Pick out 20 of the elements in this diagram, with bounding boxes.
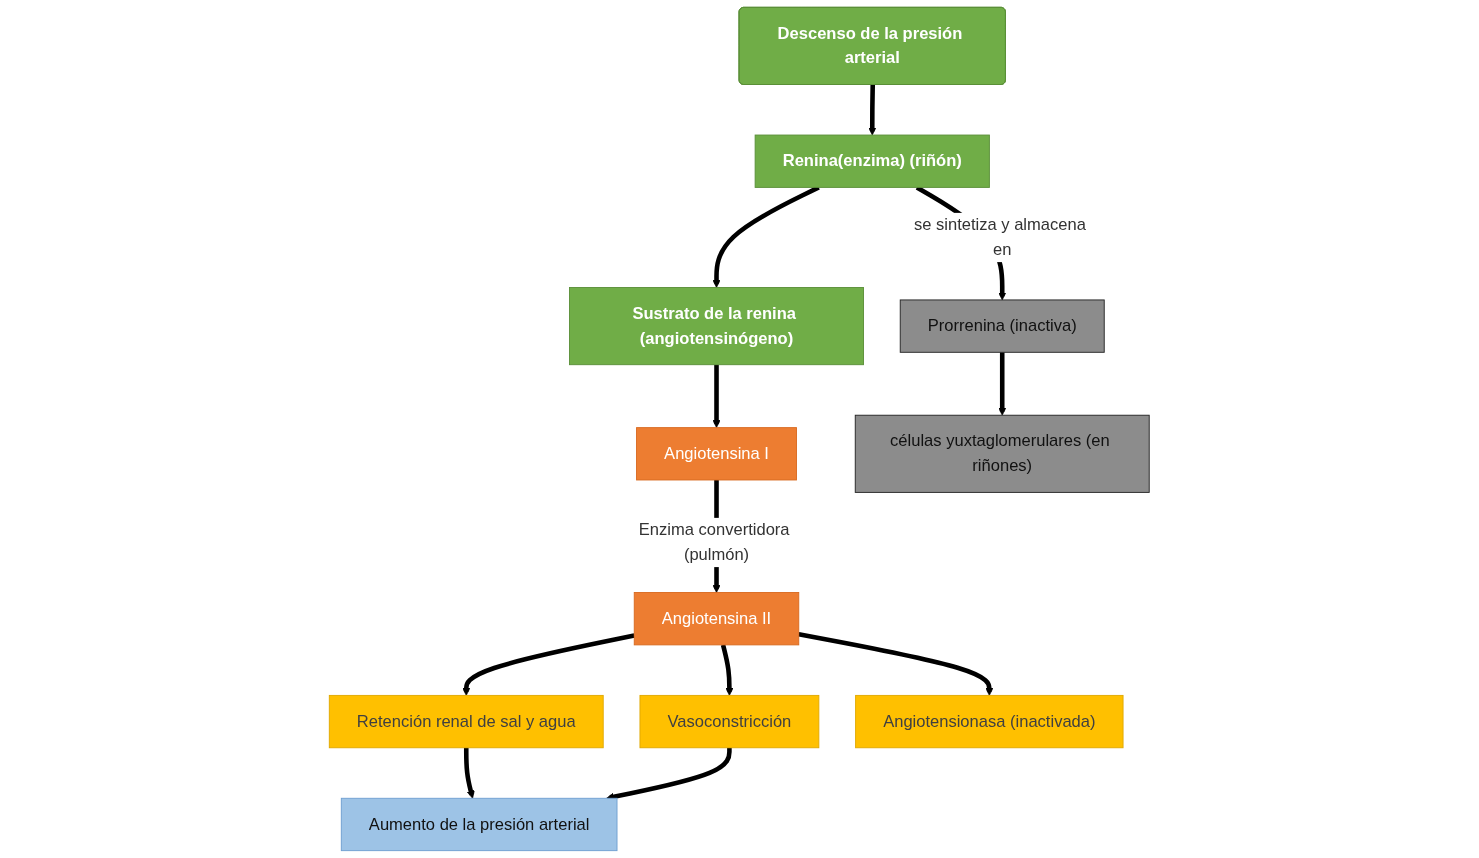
node-box: Vasoconstricción bbox=[639, 694, 820, 749]
node-box: células yuxtaglomerulares (en riñones) bbox=[855, 414, 1150, 493]
arrow bbox=[868, 84, 877, 136]
arrow bbox=[606, 747, 732, 801]
node-box: Angiotensina II bbox=[634, 592, 800, 646]
node-box: Aumento de la presión arterial bbox=[341, 797, 618, 852]
edge-label: Enzima convertidora (pulmón) bbox=[639, 520, 790, 564]
arrow bbox=[721, 644, 734, 696]
arrow bbox=[798, 631, 994, 696]
node-box: Angiotensina I bbox=[636, 427, 798, 481]
edge-label: se sintetiza y almacena en bbox=[914, 215, 1087, 259]
arrow bbox=[998, 352, 1007, 416]
node-box: Sustrato de la renina (angiotensinógeno) bbox=[569, 287, 865, 366]
node-box: Renina(enzima) (riñón) bbox=[754, 134, 991, 188]
node-box: Angiotensionasa (inactivada) bbox=[855, 694, 1124, 749]
node-box: Retención renal de sal y agua bbox=[329, 694, 604, 749]
node-box: Prorrenina (inactiva) bbox=[900, 299, 1105, 353]
arrow bbox=[712, 364, 721, 428]
arrow bbox=[464, 747, 475, 799]
arrow bbox=[462, 633, 635, 696]
